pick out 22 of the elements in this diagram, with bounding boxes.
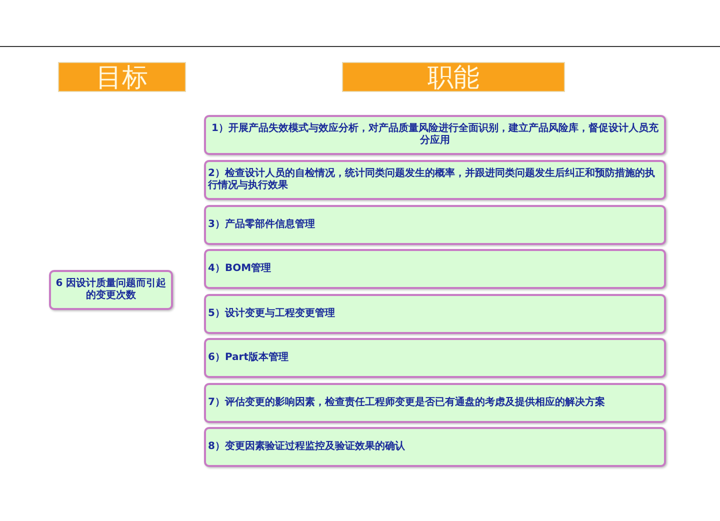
text-box: [204, 427, 666, 467]
text-box: [204, 160, 666, 200]
text-box: [204, 338, 666, 378]
box-text: 7）评估变更的影响因素，检查责任工程师变更是否已有通盘的考虑及提供相应的解决方案: [208, 397, 606, 409]
box-text: 1）开展产品失效模式与效应分析，对产品质量风险进行全面识别，建立产品风险库，督促设计人员充分应用: [210, 123, 660, 147]
header-bar: [58, 62, 186, 92]
header-text: 目标: [95, 62, 149, 94]
box-text: 4）BOM管理: [208, 263, 272, 275]
box-text: 6）Part版本管理: [208, 352, 290, 364]
text-box: [49, 270, 173, 310]
text-box: [204, 249, 666, 289]
header-text: 职能: [426, 62, 480, 94]
box-text: 2）检查设计人员的自检情况，统计同类问题发生的概率，并跟进同类问题发生后纠正和预防措施的执行情况与执行效果: [208, 168, 656, 192]
text-box: [204, 205, 666, 245]
header-bar: [342, 62, 565, 92]
text-box: [204, 115, 666, 155]
box-text: 6 因设计质量问题而引起的变更次数: [54, 278, 168, 302]
text-box: [204, 294, 666, 334]
box-text: 3）产品零部件信息管理: [208, 219, 316, 231]
box-text: 8）变更因素验证过程监控及验证效果的确认: [208, 441, 406, 453]
box-text: 5）设计变更与工程变更管理: [208, 308, 336, 320]
text-box: [204, 383, 666, 423]
